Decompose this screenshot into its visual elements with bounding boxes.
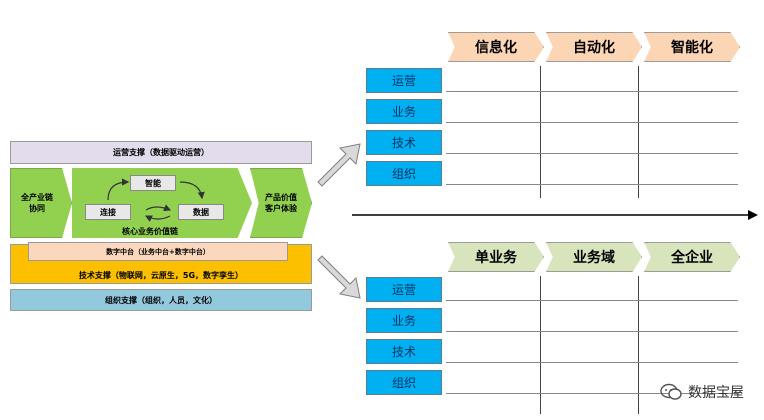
wechat-icon xyxy=(660,383,682,400)
bottom-row-label-org-text: 组织 xyxy=(391,376,416,390)
node-connection: 连接 xyxy=(85,204,131,220)
industry-chain-label-2: 协同 xyxy=(29,204,45,213)
node-intelligence-label: 智能 xyxy=(145,178,161,188)
bottom-grid-vline-2 xyxy=(638,276,639,414)
industry-chain-chevron: 全产业链 协同 xyxy=(10,168,72,238)
product-value-label-1: 产品价值 xyxy=(265,193,297,202)
top-grid-hline-1 xyxy=(446,91,738,92)
node-data: 数据 xyxy=(178,204,224,220)
ops-support-bar: 运营支撑（数据驱动运营） xyxy=(10,141,312,164)
top-row-label-business-text: 业务 xyxy=(391,105,416,119)
data-platform-label: 数字中台（业务中台+数字中台） xyxy=(106,247,210,256)
top-row-label-business: 业务 xyxy=(366,99,442,124)
industry-chain-label-1: 全产业链 xyxy=(21,193,53,202)
bottom-row-label-tech: 技术 xyxy=(366,339,442,364)
node-connection-label: 连接 xyxy=(100,207,116,217)
top-col-header-1: 信息化 xyxy=(448,32,544,62)
bottom-row-label-org: 组织 xyxy=(366,370,442,395)
watermark-text: 数据宝屋 xyxy=(688,385,744,401)
bottom-grid-hline-4 xyxy=(446,393,738,394)
arrow-up-right-icon xyxy=(317,143,361,187)
top-grid-vline-2 xyxy=(638,66,639,198)
tech-support-label: 技术支撑（物联网，云原生，5G，数字孪生） xyxy=(78,271,244,280)
bottom-grid-vline-1 xyxy=(540,276,541,414)
watermark: 数据宝屋 xyxy=(660,382,744,402)
top-row-label-tech-text: 技术 xyxy=(391,136,416,150)
top-row-label-org-text: 组织 xyxy=(391,167,416,181)
bottom-col-header-2-label: 业务域 xyxy=(573,250,615,266)
data-platform-bar: 数字中台（业务中台+数字中台） xyxy=(28,242,288,261)
top-grid-vline-1 xyxy=(540,66,541,198)
bottom-col-header-3-label: 全企业 xyxy=(671,250,713,266)
org-support-bar: 组织支撑（组织，人员，文化） xyxy=(10,289,312,311)
top-row-label-org: 组织 xyxy=(366,161,442,186)
bottom-row-label-ops: 运营 xyxy=(366,277,442,302)
top-grid-hline-4 xyxy=(446,184,738,185)
top-col-header-1-label: 信息化 xyxy=(475,40,517,56)
bottom-grid-hline-2 xyxy=(446,331,738,332)
top-grid-hline-2 xyxy=(446,122,738,123)
bottom-col-header-1: 单业务 xyxy=(448,242,544,272)
bottom-col-header-2: 业务域 xyxy=(546,242,642,272)
cycle-arrows-icon xyxy=(107,178,205,222)
top-row-label-ops: 运营 xyxy=(366,68,442,93)
bottom-row-label-business: 业务 xyxy=(366,308,442,333)
long-right-arrow-icon xyxy=(352,210,758,220)
bottom-col-header-3: 全企业 xyxy=(644,242,740,272)
node-data-label: 数据 xyxy=(193,207,209,217)
org-support-label: 组织支撑（组织，人员，文化） xyxy=(105,295,217,305)
core-value-chain-label: 核心业务价值链 xyxy=(122,226,178,236)
bottom-row-label-ops-text: 运营 xyxy=(391,283,416,297)
top-col-header-3-label: 智能化 xyxy=(671,40,713,56)
top-grid-hline-3 xyxy=(446,153,738,154)
top-row-label-ops-text: 运营 xyxy=(391,74,416,88)
top-col-header-2: 自动化 xyxy=(546,32,642,62)
arrow-down-right-icon xyxy=(317,255,361,299)
top-col-header-3: 智能化 xyxy=(644,32,740,62)
product-value-label-2: 客户体验 xyxy=(265,204,297,213)
ops-support-label: 运营支撑（数据驱动运营） xyxy=(113,148,209,157)
top-row-label-tech: 技术 xyxy=(366,130,442,155)
bottom-row-label-tech-text: 技术 xyxy=(391,345,416,359)
node-intelligence: 智能 xyxy=(130,175,176,191)
bottom-grid-hline-3 xyxy=(446,362,738,363)
product-value-chevron: 产品价值 客户体验 xyxy=(250,168,312,238)
bottom-grid-hline-1 xyxy=(446,300,738,301)
top-col-header-2-label: 自动化 xyxy=(573,40,615,56)
bottom-col-header-1-label: 单业务 xyxy=(475,250,517,266)
bottom-row-label-business-text: 业务 xyxy=(391,314,416,328)
